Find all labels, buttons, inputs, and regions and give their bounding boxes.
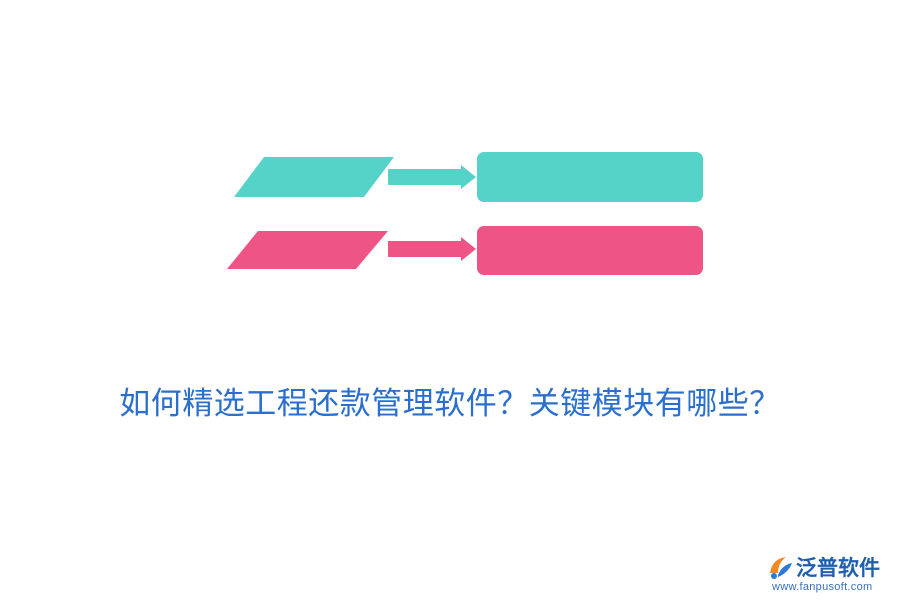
teal-arrow-head [461, 165, 476, 189]
teal-parallelogram [234, 157, 394, 197]
logo-mark-icon [770, 557, 792, 579]
pink-arrow-head [461, 237, 476, 261]
logo-name: 泛普软件 [796, 556, 880, 580]
logo-url: www.fanpusoft.com [772, 581, 873, 593]
teal-box [477, 152, 703, 202]
brand-logo: 泛普软件 www.fanpusoft.com [766, 552, 894, 596]
headline-title: 如何精选工程还款管理软件？关键模块有哪些？ [119, 386, 781, 422]
pink-box [477, 226, 703, 275]
pink-arrow-shaft [388, 241, 463, 257]
teal-arrow-shaft [388, 169, 463, 185]
pink-parallelogram [227, 231, 388, 269]
